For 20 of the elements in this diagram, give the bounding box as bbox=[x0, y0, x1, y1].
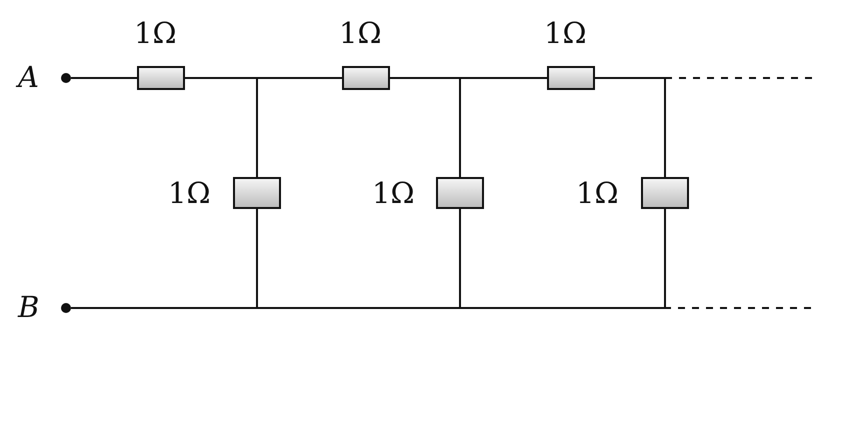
resistance-label: 1Ω bbox=[576, 176, 618, 210]
resistor-symbol bbox=[137, 66, 185, 90]
terminal-dot bbox=[61, 73, 71, 83]
resistance-label: 1Ω bbox=[544, 16, 586, 50]
resistance-label: 1Ω bbox=[134, 16, 176, 50]
wire bbox=[595, 77, 666, 177]
resistance-label: 1Ω bbox=[168, 176, 210, 210]
resistor-symbol bbox=[342, 66, 390, 90]
resistor-symbol bbox=[547, 66, 595, 90]
terminal-label: A bbox=[18, 60, 39, 94]
wire bbox=[185, 77, 258, 177]
resistor-symbol bbox=[436, 177, 484, 209]
terminal-label: B bbox=[18, 290, 40, 324]
wire bbox=[71, 77, 137, 79]
resistor-symbol bbox=[641, 177, 689, 209]
resistor-symbol bbox=[233, 177, 281, 209]
resistance-label: 1Ω bbox=[372, 176, 414, 210]
resistance-label: 1Ω bbox=[339, 16, 382, 50]
wire bbox=[390, 77, 461, 177]
terminal-dot bbox=[61, 303, 71, 313]
